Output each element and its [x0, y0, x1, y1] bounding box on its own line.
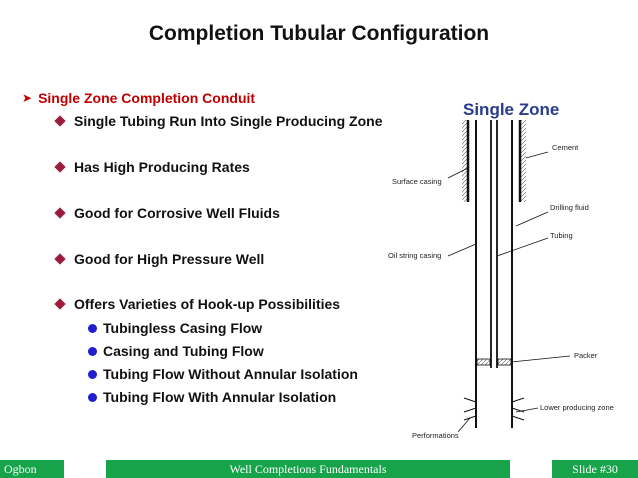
bullet-text: Good for Corrosive Well Fluids	[74, 205, 280, 221]
section-heading: ➤ Single Zone Completion Conduit	[22, 90, 255, 106]
bullet-text: Has High Producing Rates	[74, 159, 250, 175]
sub-bullet-item: Tubing Flow Without Annular Isolation	[88, 366, 358, 382]
sub-bullet-item: Tubing Flow With Annular Isolation	[88, 389, 336, 405]
label-oil-string-casing: Oil string casing	[388, 251, 441, 260]
label-surface-casing: Surface casing	[392, 177, 442, 186]
diagram-title: Single Zone	[463, 100, 560, 119]
cement-left	[462, 120, 468, 202]
diamond-bullet-icon	[54, 207, 66, 219]
sub-bullet-text: Casing and Tubing Flow	[103, 343, 264, 359]
sub-bullet-text: Tubing Flow With Annular Isolation	[103, 389, 337, 405]
label-packer: Packer	[574, 351, 598, 360]
bullet-item: Offers Varieties of Hook-up Possibilitie…	[54, 296, 341, 312]
diamond-bullet-icon	[54, 115, 66, 127]
footer-author: Ogbon	[0, 460, 64, 478]
bullet-text: Single Tubing Run Into Single Producing …	[74, 113, 383, 129]
sub-bullet-item: Tubingless Casing Flow	[88, 320, 262, 336]
diamond-bullet-icon	[54, 253, 66, 265]
packer-left	[476, 358, 491, 366]
footer-course: Well Completions Fundamentals	[106, 460, 510, 478]
cement-right	[520, 120, 526, 202]
label-cement: Cement	[552, 143, 579, 152]
slide-title: Completion Tubular Configuration	[148, 22, 490, 45]
section-heading-text: Single Zone Completion Conduit	[38, 90, 256, 106]
arrow-bullet-icon: ➤	[22, 91, 33, 105]
leader-lines	[447, 151, 571, 433]
footer-slide-number: Slide #30	[552, 460, 638, 478]
wellbore-diagram: Cement Surface casing Drilling fluid Tub…	[388, 120, 614, 440]
perforations	[463, 397, 525, 421]
bullet-item: Has High Producing Rates	[54, 159, 250, 175]
bullet-item: Single Tubing Run Into Single Producing …	[54, 113, 383, 129]
sub-bullet-text: Tubing Flow Without Annular Isolation	[103, 366, 358, 382]
bullet-item: Good for High Pressure Well	[54, 251, 265, 267]
label-perforations: Performations	[412, 431, 459, 440]
diamond-bullet-icon	[54, 161, 66, 173]
dot-bullet-icon	[88, 369, 97, 379]
packer-right	[497, 358, 512, 366]
label-tubing: Tubing	[550, 231, 573, 240]
dot-bullet-icon	[88, 346, 97, 356]
sub-bullet-item: Casing and Tubing Flow	[88, 343, 264, 359]
bullet-text: Offers Varieties of Hook-up Possibilitie…	[74, 296, 341, 312]
diamond-bullet-icon	[54, 298, 66, 310]
sub-bullet-text: Tubingless Casing Flow	[103, 320, 263, 336]
dot-bullet-icon	[88, 323, 97, 333]
label-lower-producing-zone: Lower producing zone	[540, 403, 614, 412]
bullet-text: Good for High Pressure Well	[74, 251, 265, 267]
dot-bullet-icon	[88, 392, 97, 402]
bullet-item: Good for Corrosive Well Fluids	[54, 205, 280, 221]
label-drilling-fluid: Drilling fluid	[550, 203, 589, 212]
